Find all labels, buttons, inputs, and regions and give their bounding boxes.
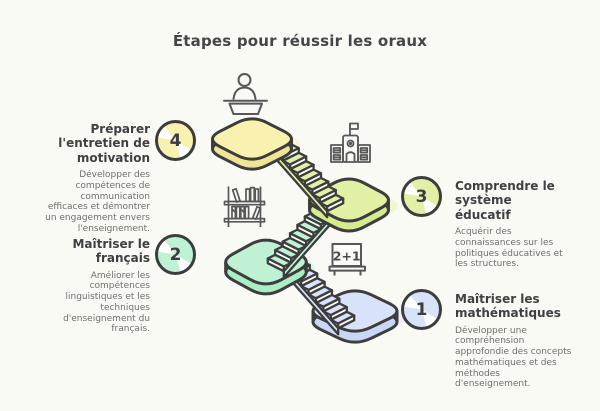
bookshelf-icon [223, 186, 266, 227]
step-3-description: Acquérir des connaissances sur les polit… [455, 227, 563, 270]
math-chalkboard-icon: 2+1 [328, 243, 366, 276]
step-4-description: Développer des compétences de communicat… [45, 170, 150, 234]
step-circle-2: 2 [155, 234, 196, 275]
step-2-number: 2 [169, 244, 182, 265]
step-4-text-block: Préparer l'entretien de motivation Dével… [25, 122, 150, 234]
step-circle-1: 1 [401, 289, 442, 330]
step-circle-3: 3 [401, 176, 442, 217]
school-building-icon [330, 122, 371, 163]
step-4-heading: Préparer l'entretien de motivation [58, 122, 150, 165]
step-2-heading: Maîtriser le français [72, 237, 150, 266]
podium-speaker-icon [223, 73, 268, 115]
step-3-number: 3 [415, 186, 428, 207]
step-circle-4: 4 [155, 120, 196, 161]
step-3-text-block: Comprendre le système éducatif Acquérir … [455, 179, 580, 270]
page-title: Étapes pour réussir les oraux [172, 32, 428, 50]
step-1-text-block: Maîtriser les mathématiques Développer u… [455, 292, 585, 390]
step-2-text-block: Maîtriser le français Améliorer les comp… [25, 237, 150, 335]
step-3-heading: Comprendre le système éducatif [455, 179, 555, 222]
math-board-label: 2+1 [333, 249, 361, 264]
step-1-heading: Maîtriser les mathématiques [455, 292, 561, 321]
step-1-number: 1 [415, 299, 428, 320]
step-1-description: Développer une compréhension approfondie… [455, 325, 572, 390]
step-2-description: Améliorer les compétences linguistiques … [63, 270, 150, 335]
step-4-number: 4 [169, 130, 182, 151]
